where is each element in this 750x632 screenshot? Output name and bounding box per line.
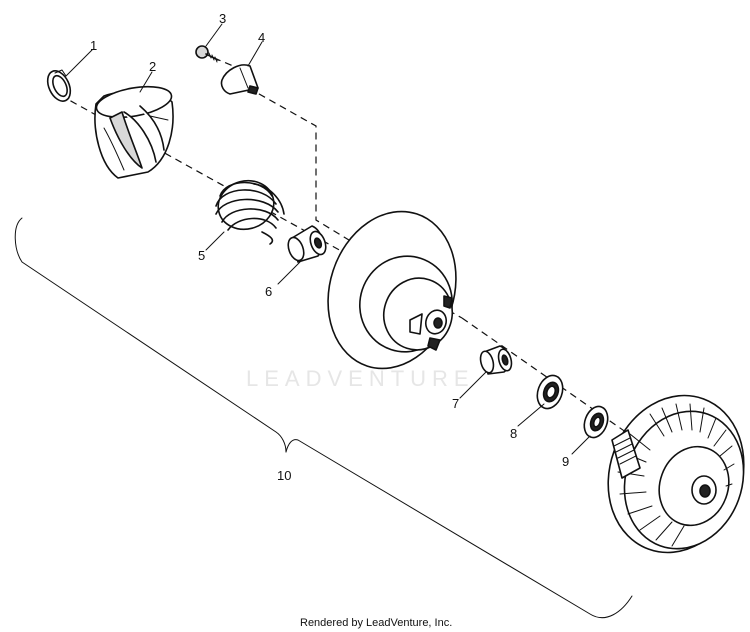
bushing-part-7	[479, 345, 513, 375]
callout-3: 3	[219, 11, 226, 26]
washer-part-9	[583, 405, 609, 439]
movable-sheave	[327, 210, 457, 370]
callout-10: 10	[277, 468, 291, 483]
washer-part-8	[536, 374, 564, 410]
watermark-text: LEADVENTURE	[246, 366, 475, 391]
callout-6: 6	[265, 284, 272, 299]
screw-part-3	[195, 45, 219, 63]
callout-7: 7	[452, 396, 459, 411]
callout-4: 4	[258, 30, 265, 45]
bushing-part-6	[287, 225, 327, 263]
footer-credit: Rendered by LeadVenture, Inc.	[300, 617, 452, 629]
leader-lines	[65, 23, 591, 455]
callout-2: 2	[149, 59, 156, 74]
callout-5: 5	[198, 248, 205, 263]
callout-labels: 1 2 3 4 5 6 7 8 9 10	[90, 11, 569, 483]
fixed-sheave	[607, 394, 745, 554]
weight-part-4	[220, 64, 259, 95]
assembly-bracket	[14, 217, 633, 619]
cam-housing-part-2	[94, 85, 174, 179]
callout-9: 9	[562, 454, 569, 469]
snap-ring-part-1	[46, 69, 72, 102]
callout-1: 1	[90, 38, 97, 53]
callout-8: 8	[510, 426, 517, 441]
spring-part-5	[215, 179, 285, 245]
